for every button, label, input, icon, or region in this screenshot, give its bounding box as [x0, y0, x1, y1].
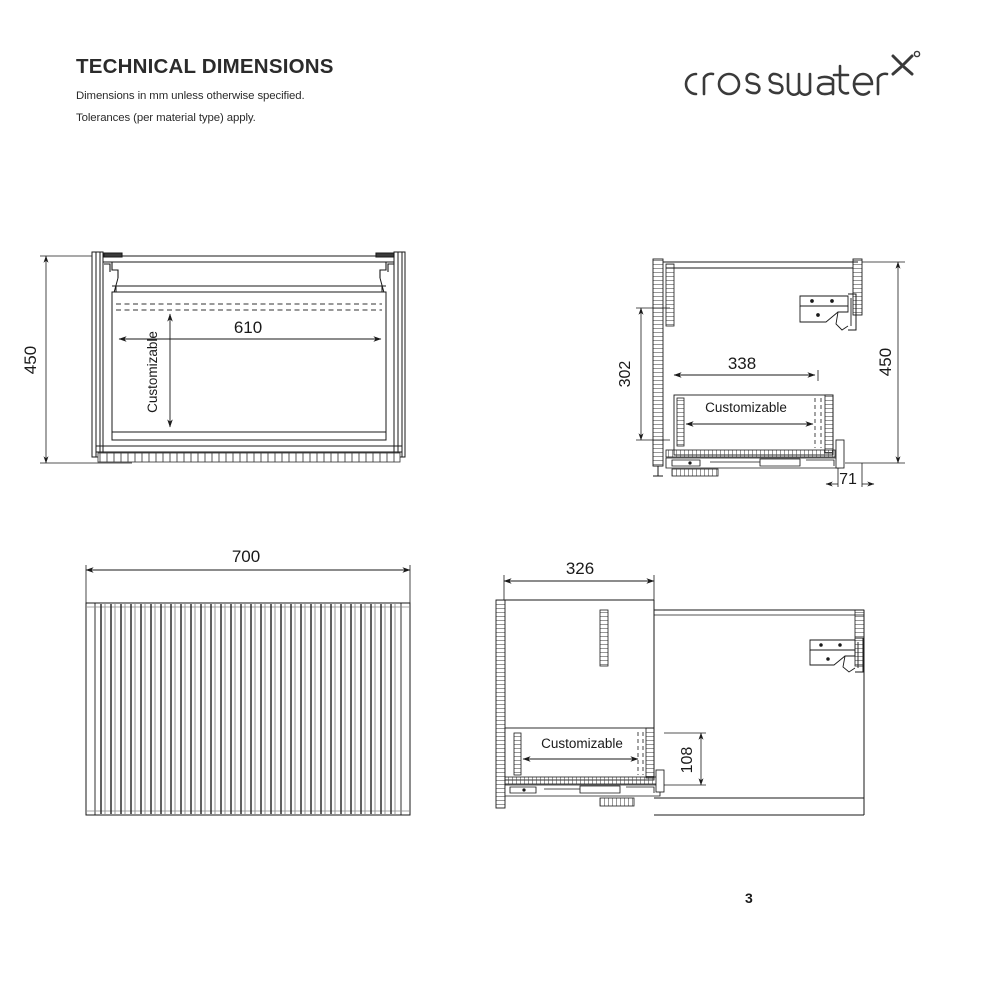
dimension-450-left [40, 255, 132, 464]
fluted-panel-view: 700 [85, 547, 411, 816]
dimension-108 [664, 732, 706, 786]
brand-wordmark [684, 54, 914, 96]
note-units: Dimensions in mm unless otherwise specif… [76, 89, 305, 102]
dimension-customizable-1-label: Customizable [145, 331, 160, 413]
dimension-302 [636, 307, 670, 441]
dimension-338 [673, 370, 819, 381]
mounting-bracket-right [375, 252, 395, 278]
dimension-71-label: 71 [839, 471, 857, 488]
dimension-customizable-2-label: Customizable [705, 400, 787, 415]
front-elevation-view: 450 [21, 251, 406, 464]
page-title: TECHNICAL DIMENSIONS [76, 55, 334, 78]
page-number: 3 [745, 890, 753, 906]
drawer-slide-mechanism [665, 457, 841, 469]
mounting-bracket-left [103, 252, 123, 278]
dimension-700 [85, 565, 411, 604]
side-section-view: 302 338 Customizable 450 71 [617, 258, 905, 488]
side-section-detail-view: 326 [495, 559, 865, 816]
dimension-610-label: 610 [234, 318, 262, 337]
fluted-underside [97, 452, 401, 463]
wall-bracket-icon [799, 293, 857, 331]
drawer-slide-mechanism-2 [504, 784, 661, 797]
brand-logo [674, 46, 924, 106]
dimension-450-left-label: 450 [21, 346, 40, 374]
registered-trademark-icon [913, 50, 921, 58]
dimension-450-right [845, 261, 905, 464]
dimension-700-label: 700 [232, 547, 260, 566]
dimension-108-label: 108 [679, 747, 696, 774]
header-block: TECHNICAL DIMENSIONS Dimensions in mm un… [76, 55, 596, 135]
dimension-326-label: 326 [566, 559, 594, 578]
dimension-customizable-3-label: Customizable [541, 736, 623, 751]
dimension-71 [825, 463, 875, 487]
wall-bracket-icon-2 [809, 637, 864, 673]
dimension-326 [503, 575, 655, 600]
flute-lines [100, 604, 396, 814]
dimension-302-label: 302 [617, 361, 634, 388]
note-tolerances: Tolerances (per material type) apply. [76, 111, 256, 124]
dimension-338-label: 338 [728, 354, 756, 373]
dimension-450-right-label: 450 [876, 348, 895, 376]
